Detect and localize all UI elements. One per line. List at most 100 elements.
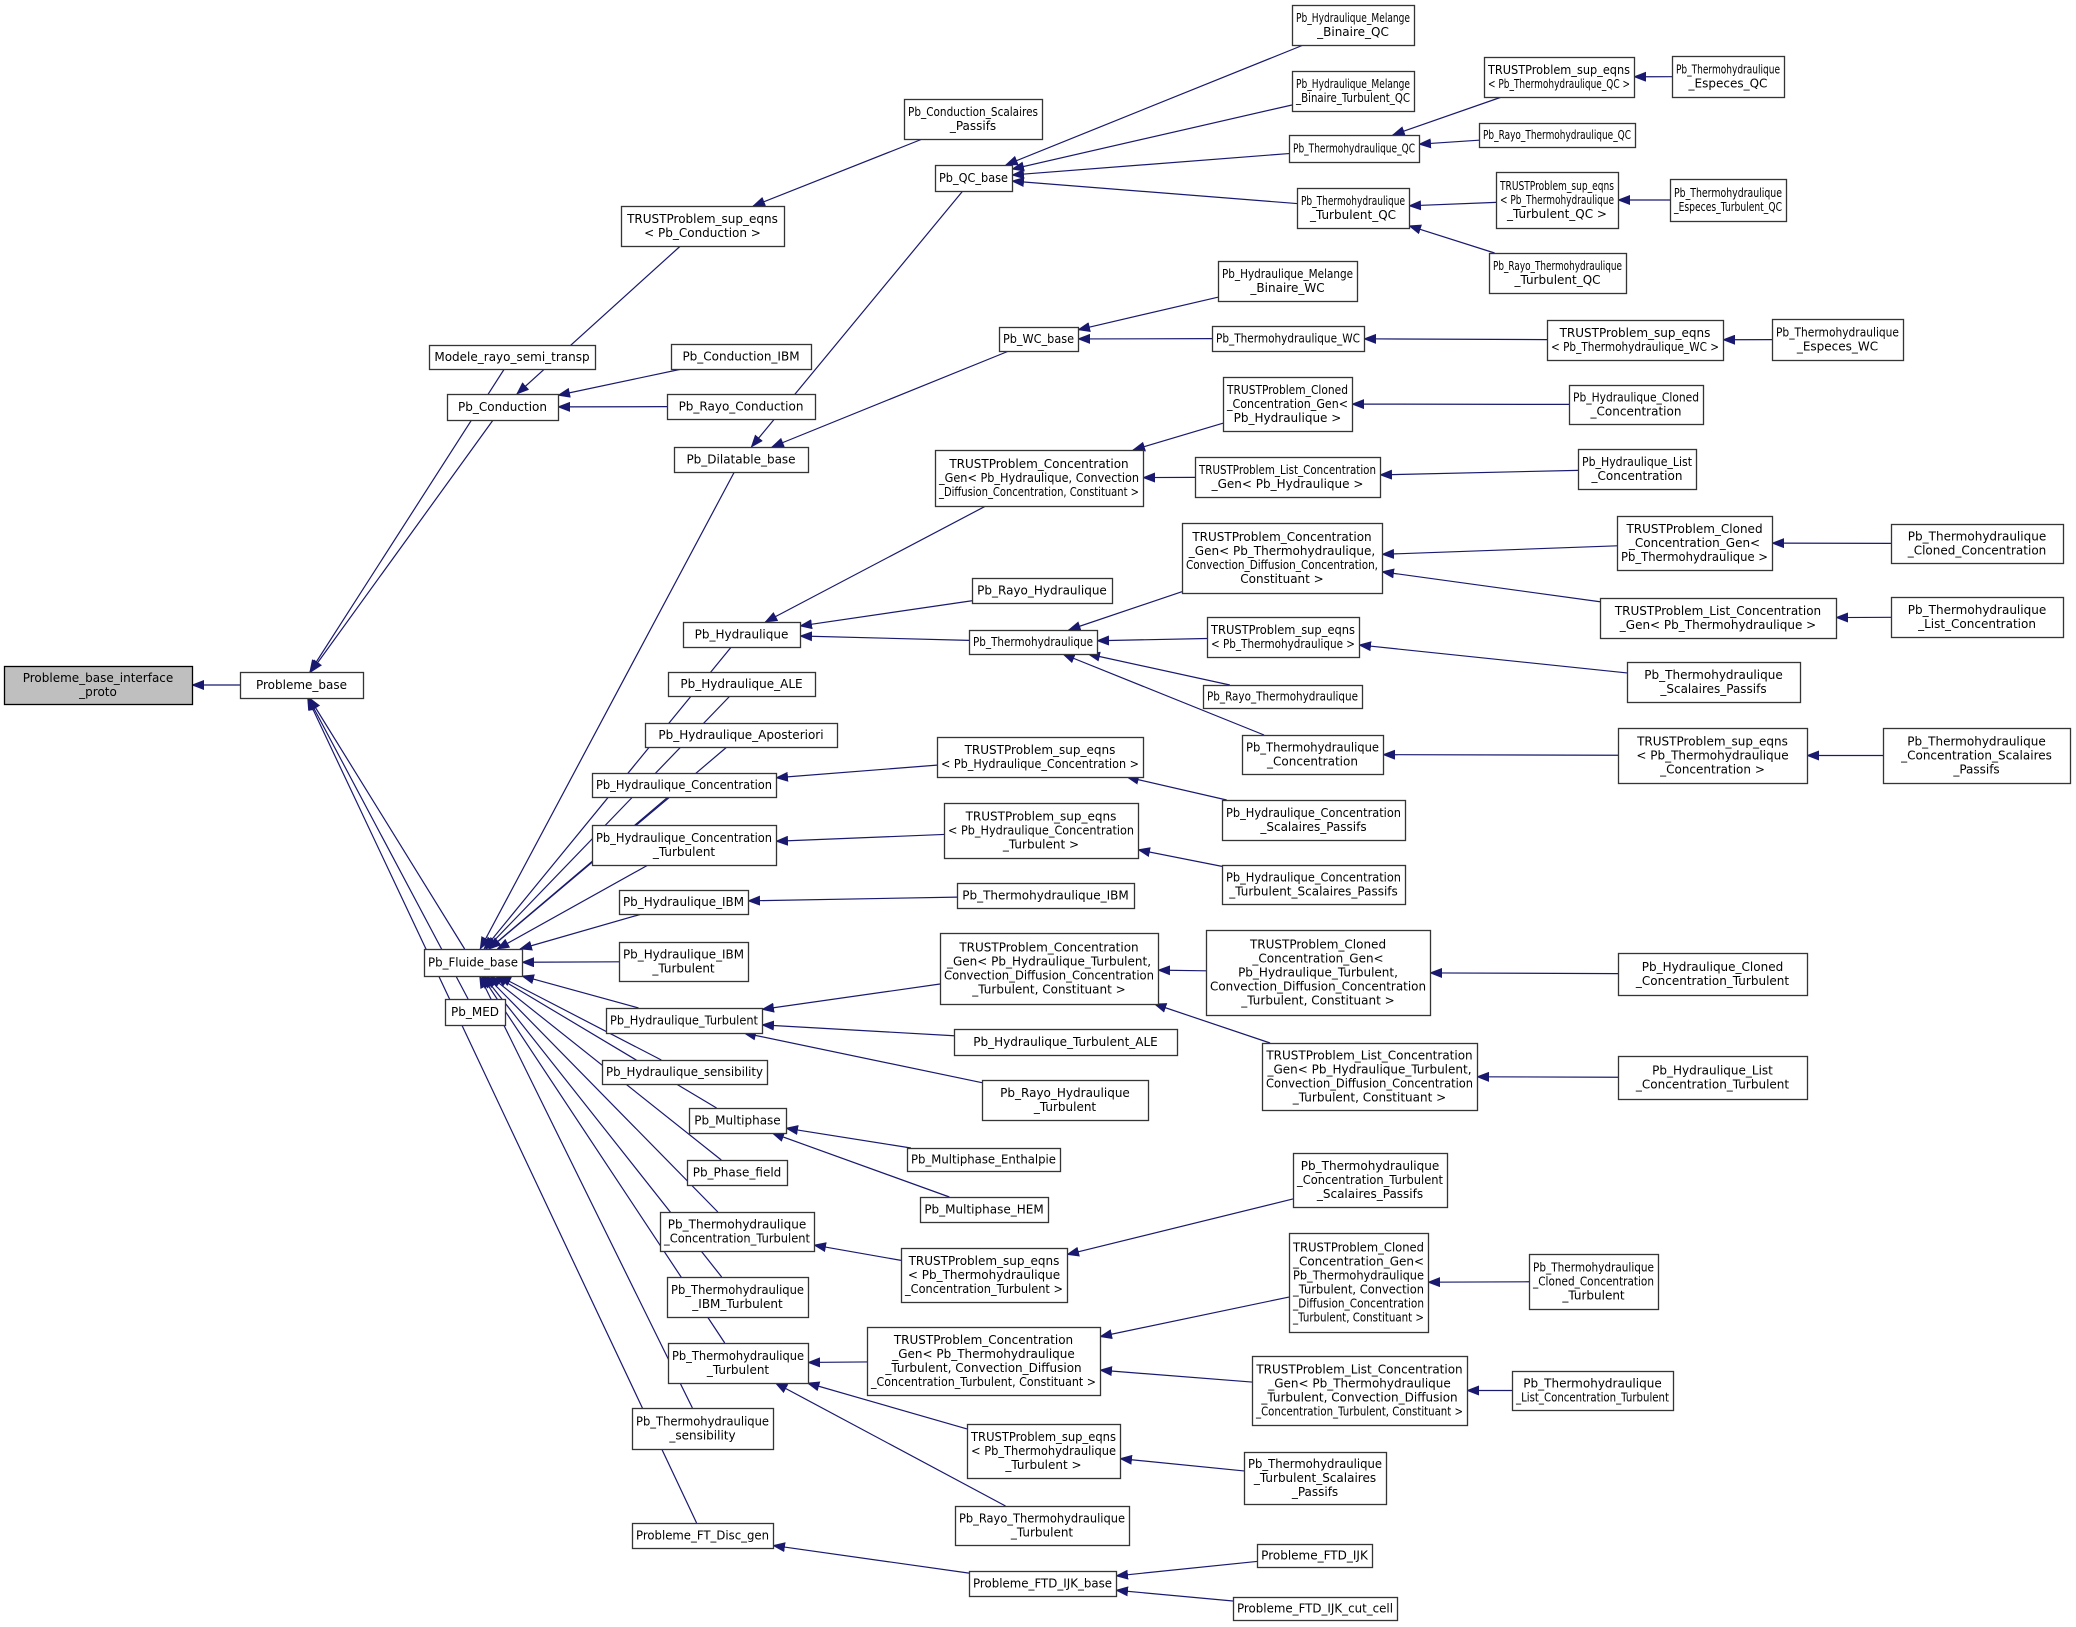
class-node-probleme-ftd-ijk[interactable]: Probleme_FTD_IJK [1256,1543,1374,1569]
class-node-pb-hydraulique-aposteriori[interactable]: Pb_Hydraulique_Aposteriori [644,722,839,749]
class-node-pb-hydraulique-ale[interactable]: Pb_Hydraulique_ALE [667,671,817,698]
class-node-trust-list-gen-hyd-turb[interactable]: TRUSTProblem_List_Concentration_Gen< Pb_… [1261,1042,1479,1112]
class-node-trust-conc-gen-thermo-turb[interactable]: TRUSTProblem_Concentration_Gen< Pb_Therm… [866,1326,1102,1397]
class-node-pb-thermo-especes-turb-qc[interactable]: Pb_Thermohydraulique_Especes_Turbulent_Q… [1669,178,1788,223]
class-label: Pb_Hydraulique_Turbulent_ALE [973,1035,1158,1049]
class-box [1243,1451,1388,1506]
class-node-trust-sup-thermo-conc-turb[interactable]: TRUSTProblem_sup_eqns< Pb_Thermohydrauli… [900,1247,1069,1304]
class-node-pb-conduction[interactable]: Pb_Conduction [446,393,560,422]
class-node-pb-wc-base[interactable]: Pb_WC_base [998,326,1080,353]
class-node-pb-thermo-list-conc-turb[interactable]: Pb_Thermohydraulique_List_Concentration_… [1511,1370,1675,1412]
class-node-pb-thermohydraulique[interactable]: Pb_Thermohydraulique [968,629,1099,656]
class-node-pb-hyd-sensibility[interactable]: Pb_Hydraulique_sensibility [601,1059,769,1086]
class-node-pb-rayo-hyd-turb[interactable]: Pb_Rayo_Hydraulique_Turbulent [981,1079,1150,1122]
class-node-pb-rayo-thermo-turb-qc[interactable]: Pb_Rayo_Thermohydraulique_Turbulent_QC [1488,252,1628,295]
class-node-pb-thermo-especes-wc[interactable]: Pb_Thermohydraulique_Especes_WC [1771,318,1905,362]
class-node-probleme-ft-disc-gen[interactable]: Probleme_FT_Disc_gen [631,1522,775,1550]
class-node-pb-thermo-sensibility[interactable]: Pb_Thermohydraulique_sensibility [631,1407,775,1451]
class-node-trust-list-gen-thermo[interactable]: TRUSTProblem_List_Concentration_Gen< Pb_… [1599,597,1838,640]
class-node-trust-conc-gen-hyd[interactable]: TRUSTProblem_Concentration_Gen< Pb_Hydra… [934,449,1145,508]
class-box [666,393,817,421]
class-node-pb-hyd-conc[interactable]: Pb_Hydraulique_Concentration [591,772,778,799]
class-node-pb-rayo-thermo[interactable]: Pb_Rayo_Thermohydraulique [1202,684,1364,710]
class-node-pb-thermo-cloned-conc[interactable]: Pb_Thermohydraulique_Cloned_Concentratio… [1890,523,2065,565]
class-node-pb-hyd-ibm-turb[interactable]: Pb_Hydraulique_IBM_Turbulent [618,941,750,983]
class-node-pb-hyd-mel-bin-turb-qc[interactable]: Pb_Hydraulique_Melange_Binaire_Turbulent… [1291,70,1416,113]
class-label: Pb_Thermohydraulique_List_Concentration [1908,603,2046,631]
class-node-pb-hyd-cloned-conc-turb[interactable]: Pb_Hydraulique_Cloned_Concentration_Turb… [1617,952,1809,997]
class-node-pb-thermo-turb-sp[interactable]: Pb_Thermohydraulique_Turbulent_Scalaires… [1243,1451,1388,1506]
class-node-pb-thermo-list-conc[interactable]: Pb_Thermohydraulique_List_Concentration [1890,596,2065,639]
class-node-trust-cloned-gen-hyd[interactable]: TRUSTProblem_Cloned_Concentration_Gen<Pb… [1222,376,1354,433]
class-node-pb-rayo-thermo-turb[interactable]: Pb_Rayo_Thermohydraulique_Turbulent [954,1505,1131,1547]
class-node-pb-thermo-conc-turb[interactable]: Pb_Thermohydraulique_Concentration_Turbu… [659,1211,816,1253]
class-node-pb-fluide-base[interactable]: Pb_Fluide_base [423,948,524,978]
class-node-pb-multiphase[interactable]: Pb_Multiphase [688,1107,788,1135]
class-node-pb-thermo-turb-qc[interactable]: Pb_Thermohydraulique_Turbulent_QC [1296,187,1411,230]
class-node-pb-hyd-conc-turb-sp[interactable]: Pb_Hydraulique_Concentration_Turbulent_S… [1221,864,1407,906]
class-node-pb-hyd-turb[interactable]: Pb_Hydraulique_Turbulent [605,1007,764,1035]
class-node-trust-sup-conduction[interactable]: TRUSTProblem_sup_eqns< Pb_Conduction > [620,205,786,248]
class-node-pb-hyd-mel-bin-wc[interactable]: Pb_Hydraulique_Melange_Binaire_WC [1217,260,1359,303]
class-node-pb-hydraulique[interactable]: Pb_Hydraulique [682,621,802,649]
class-node-trust-sup-thermo-qc[interactable]: TRUSTProblem_sup_eqns< Pb_Thermohydrauli… [1483,56,1636,99]
class-node-trust-sup-thermo-turb[interactable]: TRUSTProblem_sup_eqns< Pb_Thermohydrauli… [966,1423,1122,1480]
class-label: Pb_Rayo_Hydraulique_Turbulent [1000,1086,1130,1114]
class-node-probleme-base[interactable]: Probleme_base [239,671,365,700]
class-node-pb-multiphase-hem[interactable]: Pb_Multiphase_HEM [919,1196,1050,1224]
class-node-proto[interactable]: Probleme_base_interface_proto [3,665,194,706]
class-node-pb-thermo-especes-qc[interactable]: Pb_Thermohydraulique_Especes_QC [1671,55,1786,99]
class-node-modele-rayo[interactable]: Modele_rayo_semi_transp [428,344,597,371]
class-label: TRUSTProblem_Cloned_Concentration_Gen<Pb… [1621,522,1768,564]
class-node-trust-sup-thermo[interactable]: TRUSTProblem_sup_eqns< Pb_Thermohydrauli… [1206,616,1361,659]
class-node-pb-hyd-mel-bin-qc[interactable]: Pb_Hydraulique_Melange_Binaire_QC [1291,4,1416,47]
class-node-pb-rayo-conduction[interactable]: Pb_Rayo_Conduction [666,393,817,421]
class-node-trust-sup-hyd-conc-turb[interactable]: TRUSTProblem_sup_eqns< Pb_Hydraulique_Co… [943,802,1140,860]
class-node-trust-sup-thermo-turb-qc[interactable]: TRUSTProblem_sup_eqns< Pb_Thermohydrauli… [1495,171,1620,230]
class-node-pb-thermo-sp[interactable]: Pb_Thermohydraulique_Scalaires_Passifs [1626,661,1802,704]
class-node-pb-hyd-conc-turb[interactable]: Pb_Hydraulique_Concentration_Turbulent [591,824,778,867]
class-box [968,629,1099,656]
class-node-trust-sup-thermo-conc[interactable]: TRUSTProblem_sup_eqns< Pb_Thermohydrauli… [1617,727,1809,785]
class-node-pb-hyd-list-conc[interactable]: Pb_Hydraulique_List_Concentration [1577,448,1698,491]
class-node-pb-med[interactable]: Pb_MED [444,998,507,1027]
class-node-trust-cloned-gen-thermo[interactable]: TRUSTProblem_Cloned_Concentration_Gen<Pb… [1616,515,1774,572]
class-node-pb-thermo-qc[interactable]: Pb_Thermohydraulique_QC [1288,134,1421,164]
class-node-pb-thermo-cloned-conc-turb[interactable]: Pb_Thermohydraulique_Cloned_Concentratio… [1528,1253,1660,1311]
class-node-trust-cloned-gen-hyd-turb[interactable]: TRUSTProblem_Cloned_Concentration_Gen<Pb… [1205,929,1432,1017]
class-node-trust-conc-gen-hyd-turb[interactable]: TRUSTProblem_Concentration_Gen< Pb_Hydra… [939,932,1160,1006]
class-node-pb-rayo-thermo-qc[interactable]: Pb_Rayo_Thermohydraulique_QC [1478,122,1637,149]
class-node-trust-sup-thermo-wc[interactable]: TRUSTProblem_sup_eqns< Pb_Thermohydrauli… [1546,319,1725,362]
class-node-pb-qc-base[interactable]: Pb_QC_base [934,164,1014,193]
class-node-probleme-ftd-ijk-cut-cell[interactable]: Probleme_FTD_IJK_cut_cell [1232,1596,1399,1622]
inheritance-edge-pb_thermo_conc_turb-to-pb_fluide_base [485,975,719,1213]
class-node-trust-list-gen-hyd[interactable]: TRUSTProblem_List_Concentration_Gen< Pb_… [1194,456,1382,499]
class-node-pb-conduction-ibm[interactable]: Pb_Conduction_IBM [670,343,813,371]
class-node-pb-rayo-hydraulique[interactable]: Pb_Rayo_Hydraulique [971,577,1114,605]
class-node-pb-hyd-ibm[interactable]: Pb_Hydraulique_IBM [618,889,750,916]
class-node-pb-hyd-conc-sp[interactable]: Pb_Hydraulique_Concentration_Scalaires_P… [1221,799,1407,842]
class-node-pb-thermo-ibm[interactable]: Pb_Thermohydraulique_IBM [956,882,1136,910]
class-node-trust-sup-hyd-conc[interactable]: TRUSTProblem_sup_eqns< Pb_Hydraulique_Co… [936,736,1145,779]
class-node-trust-cloned-gen-thermo-turb[interactable]: TRUSTProblem_Cloned_Concentration_Gen<Pb… [1288,1232,1430,1334]
class-node-pb-dilatable-base[interactable]: Pb_Dilatable_base [673,446,810,474]
class-node-pb-hyd-list-conc-turb[interactable]: Pb_Hydraulique_List_Concentration_Turbul… [1617,1055,1809,1101]
class-node-probleme-ftd-ijk-base[interactable]: Probleme_FTD_IJK_base [968,1570,1118,1598]
class-node-pb-conduction-sp[interactable]: Pb_Conduction_Scalaires_Passifs [903,98,1044,141]
class-label: Pb_Thermohydraulique_Cloned_Concentratio… [1532,1261,1654,1303]
class-node-pb-hyd-turb-ale[interactable]: Pb_Hydraulique_Turbulent_ALE [953,1028,1179,1057]
class-node-pb-thermo-conc[interactable]: Pb_Thermohydraulique_Concentration [1241,734,1385,776]
inheritance-edge-trust_sup_thermo-to-pb_thermohydraulique [1096,635,1208,646]
class-node-trust-conc-gen-thermo[interactable]: TRUSTProblem_Concentration_Gen< Pb_Therm… [1181,522,1384,595]
class-node-pb-thermo-conc-turb-sp[interactable]: Pb_Thermohydraulique_Concentration_Turbu… [1292,1152,1449,1209]
class-node-pb-thermo-turb[interactable]: Pb_Thermohydraulique_Turbulent [667,1342,810,1385]
class-node-pb-phase-field[interactable]: Pb_Phase_field [686,1159,789,1187]
class-node-pb-thermo-ibm-turb[interactable]: Pb_Thermohydraulique_IBM_Turbulent [666,1276,810,1319]
class-label: Pb_Rayo_Hydraulique [977,584,1107,598]
class-node-trust-list-gen-thermo-turb[interactable]: TRUSTProblem_List_Concentration_Gen< Pb_… [1251,1355,1469,1427]
class-box [1251,1355,1469,1427]
class-node-pb-multiphase-enthalpie[interactable]: Pb_Multiphase_Enthalpie [906,1147,1062,1173]
class-node-pb-thermo-wc[interactable]: Pb_Thermohydraulique_WC [1211,325,1366,353]
class-node-pb-hyd-cloned-conc[interactable]: Pb_Hydraulique_Cloned_Concentration [1568,384,1705,426]
class-node-pb-thermo-conc-sp[interactable]: Pb_Thermohydraulique_Concentration_Scala… [1882,727,2072,785]
